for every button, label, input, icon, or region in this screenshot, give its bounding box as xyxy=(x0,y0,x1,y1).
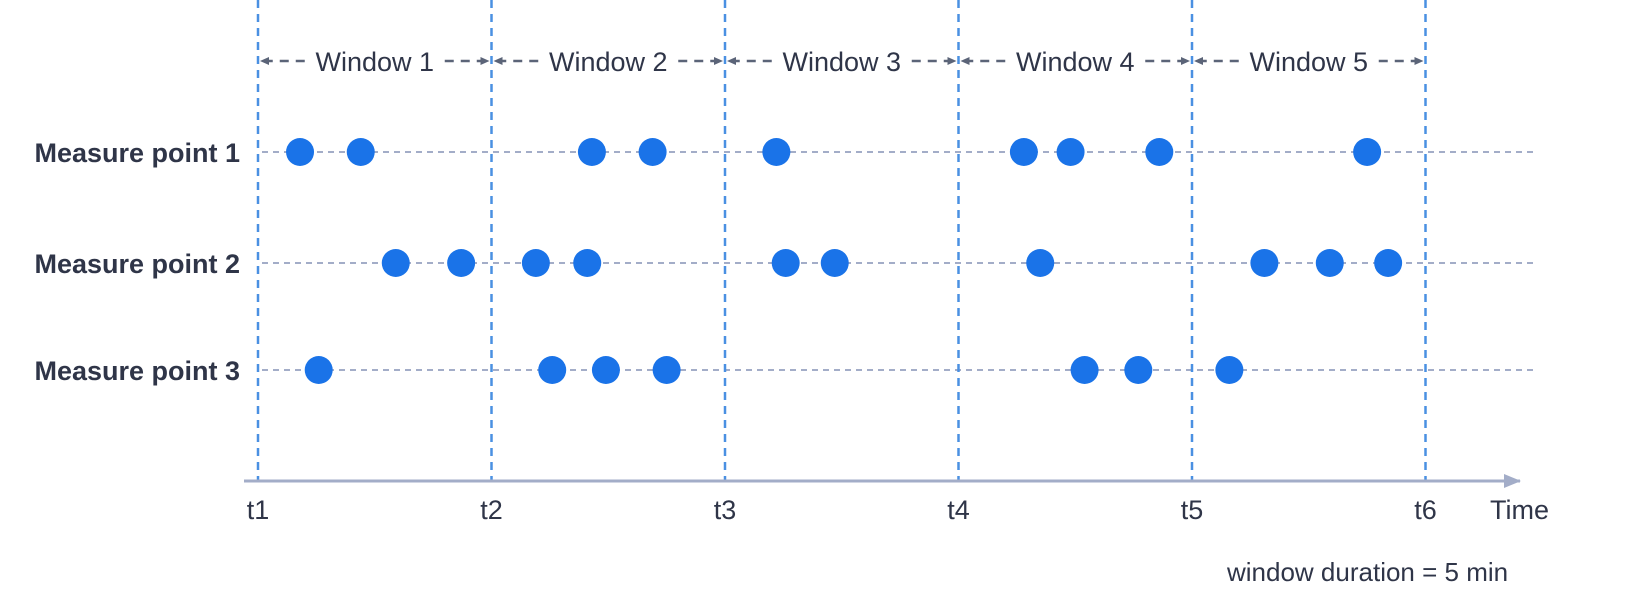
tick-label-t1: t1 xyxy=(247,495,270,525)
measure-point-1-dot-4 xyxy=(638,138,667,166)
measure-point-3-dot-4 xyxy=(652,356,681,384)
measure-point-1-dot-7 xyxy=(1056,138,1085,166)
window-spans: Window 1 Window 2 Window 3 Window 4 Window 5 xyxy=(260,47,1424,77)
measure-point-2-dot-7 xyxy=(1026,249,1055,277)
measure-point-3-dot-2 xyxy=(538,356,567,384)
row-label-1: Measure point 1 xyxy=(34,138,240,168)
tick-label-t2: t2 xyxy=(480,495,503,525)
measure-point-2-dot-3 xyxy=(521,249,550,277)
window-label-2: Window 2 xyxy=(549,47,668,77)
measure-point-2-dot-4 xyxy=(573,249,602,277)
tick-label-t4: t4 xyxy=(947,495,970,525)
measure-point-3-dot-1 xyxy=(304,356,333,384)
row-label-3: Measure point 3 xyxy=(34,356,240,386)
measure-point-3-dot-6 xyxy=(1124,356,1153,384)
measure-point-1-dot-8 xyxy=(1145,138,1174,166)
measure-point-2-dot-2 xyxy=(447,249,476,277)
tick-label-t6: t6 xyxy=(1414,495,1437,525)
window-duration-note: window duration = 5 min xyxy=(1226,557,1508,587)
measure-point-1-dot-6 xyxy=(1009,138,1038,166)
window-boundary-lines xyxy=(256,0,1427,480)
measure-point-2-dot-6 xyxy=(820,249,849,277)
measure-point-2-dot-10 xyxy=(1374,249,1403,277)
window-label-3: Window 3 xyxy=(782,47,901,77)
window-label-5: Window 5 xyxy=(1249,47,1368,77)
measure-point-3-dot-5 xyxy=(1070,356,1099,384)
measure-point-1-dot-5 xyxy=(762,138,791,166)
row-label-2: Measure point 2 xyxy=(34,249,240,279)
measure-point-2-dot-5 xyxy=(771,249,800,277)
measure-point-2-dot-8 xyxy=(1250,249,1279,277)
measure-point-3-dot-3 xyxy=(591,356,620,384)
measure-point-1-dot-1 xyxy=(286,138,315,166)
tick-label-t5: t5 xyxy=(1181,495,1204,525)
time-tick-labels: t1 t2 t3 t4 t5 t6 xyxy=(247,495,1437,525)
measure-point-3-dot-7 xyxy=(1215,356,1244,384)
tick-label-t3: t3 xyxy=(714,495,737,525)
window-label-1: Window 1 xyxy=(315,47,434,77)
measure-point-2-dot-1 xyxy=(381,249,410,277)
measurement-points xyxy=(286,138,1403,384)
measure-point-1-dot-3 xyxy=(577,138,606,166)
window-label-4: Window 4 xyxy=(1016,47,1135,77)
measure-point-1-dot-2 xyxy=(346,138,375,166)
measure-point-2-dot-9 xyxy=(1315,249,1344,277)
measure-point-1-dot-9 xyxy=(1353,138,1382,166)
row-labels: Measure point 1 Measure point 2 Measure po… xyxy=(34,138,240,386)
time-axis-label: Time xyxy=(1490,495,1549,525)
